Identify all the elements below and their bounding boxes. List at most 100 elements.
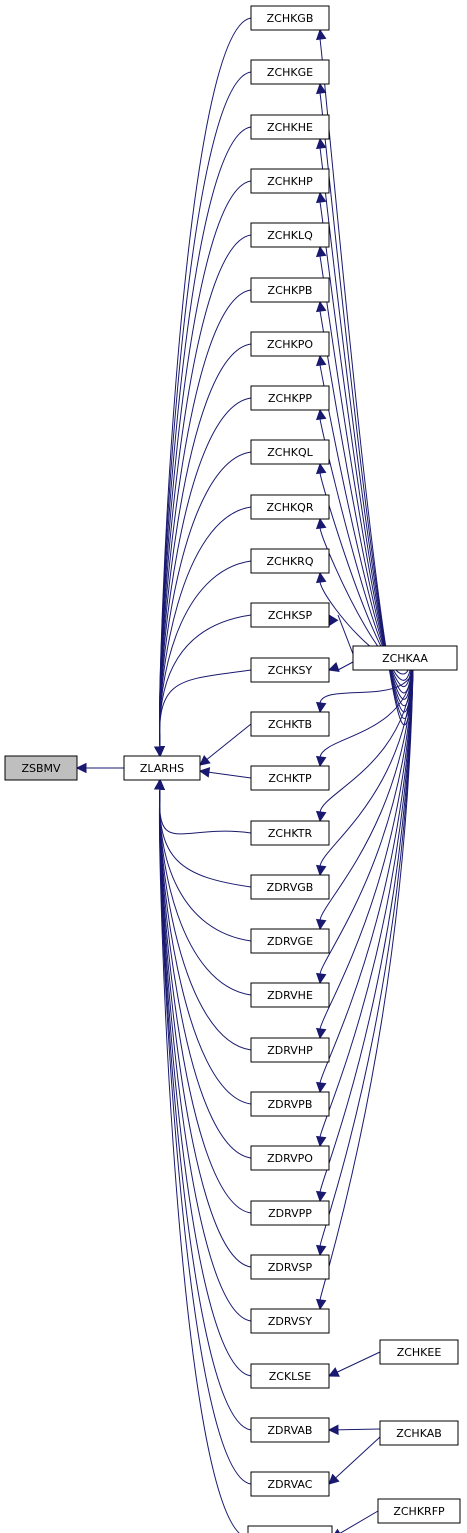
node-box-zchkrfp: [377, 1498, 461, 1524]
node-box-zchktp: [250, 765, 330, 791]
node-zdrvab[interactable]: ZDRVAB: [250, 1417, 330, 1443]
node-zdrvsp[interactable]: ZDRVSP: [250, 1254, 330, 1280]
node-zdrvrfp[interactable]: ZDRVRFP: [247, 1525, 333, 1533]
edge-zchkaa-to-zchkgb: [315, 28, 414, 726]
edge-zchktr-to-zlarhs: [154, 778, 252, 835]
node-label-zchkgb: ZCHKGB: [267, 12, 314, 25]
node-zdrvpb[interactable]: ZDRVPB: [250, 1091, 330, 1117]
edge-zchkaa-to-zchkge-arrowhead: [315, 82, 327, 95]
edge-zchktp-to-zlarhs-arrowhead: [198, 767, 211, 778]
node-label-zdrvgb: ZDRVGB: [267, 881, 314, 894]
node-label-zchktr: ZCHKTR: [268, 827, 313, 840]
node-zchklq[interactable]: ZCHKLQ: [250, 222, 330, 248]
edge-zchkpp-to-zlarhs-line: [159, 397, 252, 748]
node-zchkqr[interactable]: ZCHKQR: [250, 494, 330, 520]
node-box-zchksp: [250, 602, 330, 628]
node-zchkee[interactable]: ZCHKEE: [379, 1339, 459, 1365]
edge-zchkaa-to-zchkpp-line: [319, 418, 414, 681]
node-zchkql[interactable]: ZCHKQL: [250, 439, 330, 465]
node-box-zchkab: [379, 1420, 459, 1446]
node-zchkhe[interactable]: ZCHKHE: [250, 114, 330, 140]
node-label-zdrvsy: ZDRVSY: [268, 1315, 313, 1328]
node-label-zdrvhp: ZDRVHP: [267, 1044, 313, 1057]
node-zchktb[interactable]: ZCHKTB: [250, 711, 330, 737]
edge-zchkaa-to-zchkql-arrowhead: [315, 462, 327, 475]
node-box-zchkhe: [250, 114, 330, 140]
node-label-zchkge: ZCHKGE: [267, 66, 313, 79]
node-label-zchkqr: ZCHKQR: [266, 501, 313, 514]
node-box-zdrvhp: [250, 1037, 330, 1063]
edge-zdrvgb-to-zlarhs: [154, 778, 252, 888]
node-zchkrfp[interactable]: ZCHKRFP: [377, 1498, 461, 1524]
node-zchkgb[interactable]: ZCHKGB: [250, 5, 330, 31]
node-zchktp[interactable]: ZCHKTP: [250, 765, 330, 791]
node-label-zchkql: ZCHKQL: [267, 446, 313, 459]
node-box-zdrvsy: [250, 1308, 330, 1334]
node-zchkpb[interactable]: ZCHKPB: [250, 277, 330, 303]
node-zdrvhe[interactable]: ZDRVHE: [250, 982, 330, 1008]
node-zchktr[interactable]: ZCHKTR: [250, 820, 330, 846]
node-box-zdrvpo: [250, 1145, 330, 1171]
edge-zchkaa-to-zchkge-line: [319, 92, 414, 719]
edge-zchkpp-to-zlarhs: [154, 397, 252, 758]
edge-zchktb-to-zlarhs-line: [199, 723, 252, 766]
node-zchkpo[interactable]: ZCHKPO: [250, 331, 330, 357]
edge-zchkaa-to-zchkhp: [315, 191, 414, 707]
node-box-zdrvab: [250, 1417, 330, 1443]
edge-zchkaa-to-zchkpo-arrowhead: [315, 354, 327, 367]
edge-zchkaa-to-zchkhe-line: [319, 147, 414, 713]
edge-zchkaa-to-zchkhe: [315, 137, 414, 713]
edge-zchkaa-to-zchkhp-line: [319, 201, 414, 707]
node-zlarhs[interactable]: ZLARHS: [123, 755, 201, 781]
node-zdrvpp[interactable]: ZDRVPP: [250, 1200, 330, 1226]
node-zchkrq[interactable]: ZCHKRQ: [250, 548, 330, 574]
node-zdrvgb[interactable]: ZDRVGB: [250, 874, 330, 900]
edge-zchkpo-to-zlarhs-line: [159, 343, 252, 748]
edge-zchkaa-to-zdrvhe: [315, 669, 414, 985]
node-zchkaa[interactable]: ZCHKAA: [352, 645, 458, 671]
node-box-zchkge: [250, 59, 330, 85]
node-zchkpp[interactable]: ZCHKPP: [250, 385, 330, 411]
edge-zchkpb-to-zlarhs-line: [159, 289, 252, 748]
node-label-zchksy: ZCHKSY: [268, 664, 313, 677]
node-zdrvge[interactable]: ZDRVGE: [250, 928, 330, 954]
edge-zdrvrfp-to-zlarhs-arrowhead: [154, 778, 165, 790]
edge-zchktr-to-zlarhs-line: [159, 788, 252, 835]
node-zdrvhp[interactable]: ZDRVHP: [250, 1037, 330, 1063]
edge-zdrvgb-to-zlarhs-line: [159, 788, 252, 888]
node-label-zchkhe: ZCHKHE: [267, 121, 313, 134]
node-zcklse[interactable]: ZCKLSE: [250, 1363, 330, 1389]
node-box-zdrvsp: [250, 1254, 330, 1280]
node-label-zchkrfp: ZCHKRFP: [393, 1505, 445, 1518]
edge-zchkaa-to-zchkqr-arrowhead: [315, 517, 327, 530]
node-label-zdrvge: ZDRVGE: [267, 935, 313, 948]
node-label-zdrvpo: ZDRVPO: [267, 1152, 313, 1165]
node-label-zchkaa: ZCHKAA: [382, 652, 428, 665]
edge-zchkaa-to-zchksp-arrowhead: [328, 614, 339, 626]
node-box-zchktr: [250, 820, 330, 846]
node-box-zdrvpp: [250, 1200, 330, 1226]
node-zchksy[interactable]: ZCHKSY: [250, 657, 330, 683]
edge-zdrvge-to-zlarhs-line: [159, 788, 252, 942]
node-zchkge[interactable]: ZCHKGE: [250, 59, 330, 85]
node-label-zchkhp: ZCHKHP: [267, 175, 313, 188]
node-zdrvpo[interactable]: ZDRVPO: [250, 1145, 330, 1171]
edge-zdrvrfp-to-zlarhs: [154, 778, 241, 1533]
edge-zchkaa-to-zdrvpb-arrowhead: [315, 1081, 327, 1094]
edge-zdrvrfp-to-zlarhs-line: [159, 788, 241, 1533]
node-box-zchklq: [250, 222, 330, 248]
edge-zchkaa-to-zdrvpb: [315, 669, 414, 1094]
edge-zchkab-to-zdrvac-line: [328, 1436, 381, 1485]
node-zchksp[interactable]: ZCHKSP: [250, 602, 330, 628]
edge-zchkaa-to-zdrvpo-line: [319, 669, 414, 1138]
node-zchkab[interactable]: ZCHKAB: [379, 1420, 459, 1446]
edge-zchkaa-to-zdrvpp: [315, 669, 414, 1203]
edge-zchkaa-to-zchktb-arrowhead: [315, 701, 327, 714]
node-zchkhp[interactable]: ZCHKHP: [250, 168, 330, 194]
edge-zdrvhe-to-zlarhs-line: [159, 788, 252, 996]
node-zdrvac[interactable]: ZDRVAC: [250, 1471, 330, 1497]
node-zdrvsy[interactable]: ZDRVSY: [250, 1308, 330, 1334]
edge-zchkaa-to-zdrvpo-arrowhead: [315, 1135, 327, 1148]
node-box-zchkqr: [250, 494, 330, 520]
